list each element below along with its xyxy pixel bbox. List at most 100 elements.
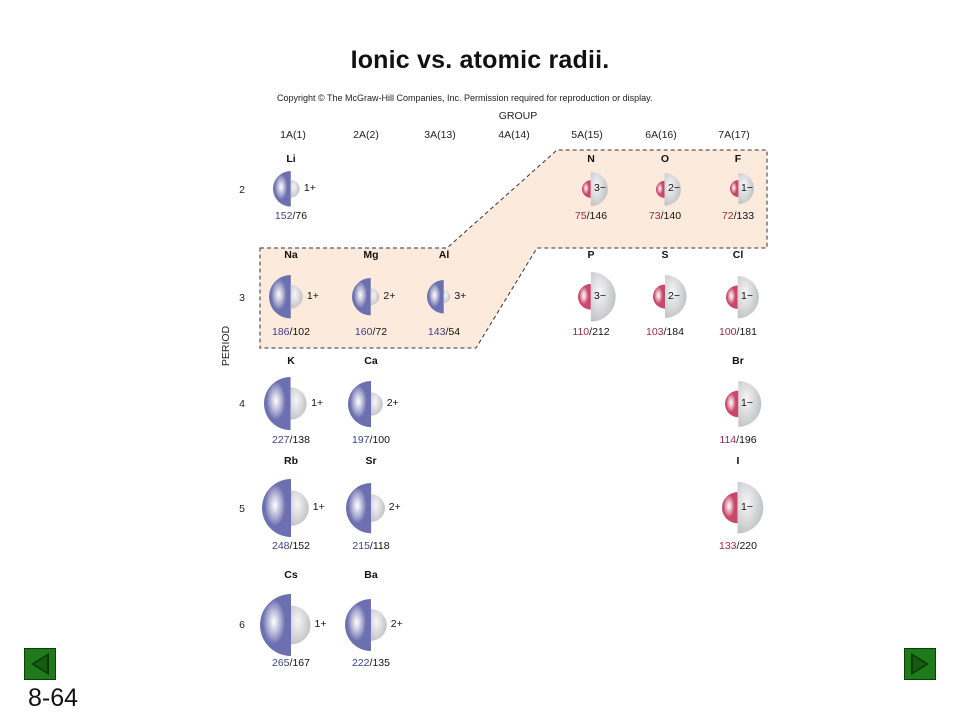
- ionic-radius-value: 220: [739, 540, 757, 552]
- ion-charge-s: 2−: [668, 290, 680, 302]
- ion-charge-cs: 1+: [314, 618, 327, 630]
- ion-half-sphere: [443, 290, 451, 304]
- ion-half-sphere: [291, 605, 311, 645]
- radius-separator: /: [369, 540, 373, 552]
- triangle-right-icon: [911, 653, 929, 675]
- group-axis-title: GROUP: [498, 110, 538, 122]
- ion-charge-sr: 2+: [388, 501, 401, 513]
- element-symbol-k: K: [287, 355, 295, 367]
- radii-values-al: 143/54: [409, 326, 479, 338]
- radius-separator: /: [369, 434, 373, 446]
- radius-separator: /: [289, 540, 293, 552]
- ion-charge-cl: 1−: [741, 290, 753, 302]
- radius-separator: /: [736, 540, 740, 552]
- previous-slide-button[interactable]: [24, 648, 56, 680]
- radii-values-na: 186/102: [256, 326, 326, 338]
- ion-charge-f: 1−: [741, 182, 753, 194]
- triangle-left-icon: [31, 653, 49, 675]
- radius-comparison-n: [582, 171, 609, 207]
- radius-separator: /: [289, 326, 293, 338]
- atomic-radius-value: 73: [648, 210, 661, 222]
- ion-charge-o: 2−: [668, 182, 680, 194]
- ionic-radius-value: 135: [372, 657, 390, 669]
- atomic-radius-value: 110: [572, 326, 590, 338]
- element-symbol-n: N: [587, 153, 595, 165]
- radius-separator: /: [736, 434, 740, 446]
- radius-separator: /: [736, 326, 740, 338]
- atom-half-sphere: [578, 284, 591, 310]
- radius-comparison-rb: [261, 478, 309, 538]
- ion-half-sphere: [737, 173, 754, 205]
- radii-values-ca: 197/100: [336, 434, 406, 446]
- atomic-radius-value: 103: [646, 326, 664, 338]
- radius-comparison-o: [656, 172, 682, 206]
- ion-charge-mg: 2+: [383, 290, 396, 302]
- period-label-5: 5: [239, 503, 245, 515]
- group-label-3a: 3A(13): [424, 129, 456, 141]
- radius-separator: /: [586, 210, 590, 222]
- ion-half-sphere: [737, 381, 761, 427]
- period-label-2: 2: [239, 184, 245, 196]
- atom-half-sphere: [261, 478, 291, 538]
- element-symbol-al: Al: [438, 249, 450, 261]
- atom-half-sphere: [726, 285, 738, 309]
- slide-title: Ionic vs. atomic radii.: [350, 46, 610, 74]
- radius-comparison-p: [578, 272, 616, 322]
- radius-comparison-br: [724, 381, 761, 427]
- radii-values-p: 110/212: [556, 326, 626, 338]
- period-axis-title: PERIOD: [220, 325, 232, 367]
- element-symbol-sr: Sr: [365, 455, 377, 467]
- element-symbol-i: I: [736, 455, 740, 467]
- ion-charge-li: 1+: [303, 182, 316, 194]
- element-symbol-s: S: [661, 249, 669, 261]
- ionic-radius-value: 140: [663, 210, 682, 222]
- element-symbol-p: P: [587, 249, 595, 261]
- atomic-radius-value: 222: [352, 657, 370, 669]
- ion-half-sphere: [370, 494, 385, 522]
- ionic-radius-value: 72: [375, 326, 388, 338]
- atom-half-sphere: [347, 380, 371, 428]
- atom-half-sphere: [729, 180, 738, 198]
- atomic-radius-value: 114: [719, 434, 737, 446]
- ionic-radius-value: 181: [739, 326, 757, 338]
- group-label-6a: 6A(16): [645, 129, 677, 141]
- element-symbol-f: F: [734, 153, 742, 165]
- ionic-radius-value: 118: [372, 540, 390, 552]
- ionic-radius-value: 146: [589, 210, 608, 222]
- ion-charge-ca: 2+: [386, 397, 399, 409]
- radius-comparison-cl: [726, 275, 760, 319]
- radii-values-o: 73/140: [630, 210, 700, 222]
- atomic-radius-value: 75: [574, 210, 587, 222]
- element-symbol-mg: Mg: [363, 249, 379, 261]
- atom-half-sphere: [656, 180, 665, 198]
- radius-separator: /: [660, 210, 664, 222]
- atomic-radius-value: 186: [272, 326, 290, 338]
- atom-half-sphere: [269, 275, 291, 319]
- radius-comparison-f: [729, 173, 754, 205]
- ionic-radius-value: 100: [372, 434, 390, 446]
- ion-charge-rb: 1+: [312, 501, 325, 513]
- atom-half-sphere: [273, 171, 291, 207]
- radii-values-cl: 100/181: [703, 326, 773, 338]
- atomic-radius-value: 248: [272, 540, 290, 552]
- atomic-radius-value: 152: [274, 210, 293, 222]
- element-symbol-ca: Ca: [364, 355, 378, 367]
- ion-half-sphere: [370, 392, 383, 416]
- atomic-radius-value: 160: [354, 326, 373, 338]
- element-symbol-rb: Rb: [284, 455, 298, 467]
- atom-half-sphere: [345, 599, 371, 651]
- ion-charge-p: 3−: [594, 290, 606, 302]
- radii-values-k: 227/138: [256, 434, 326, 446]
- atom-half-sphere: [582, 180, 591, 198]
- next-slide-button[interactable]: [904, 648, 936, 680]
- ion-charge-na: 1+: [306, 290, 319, 302]
- copyright-notice: Copyright © The McGraw-Hill Companies, I…: [277, 93, 653, 103]
- group-label-1a: 1A(1): [280, 129, 306, 141]
- ionic-radius-value: 102: [292, 326, 310, 338]
- ion-half-sphere: [370, 609, 387, 641]
- ion-charge-k: 1+: [311, 397, 324, 409]
- radius-comparison-s: [652, 275, 687, 319]
- ionic-radius-value: 167: [292, 657, 310, 669]
- radius-separator: /: [663, 326, 667, 338]
